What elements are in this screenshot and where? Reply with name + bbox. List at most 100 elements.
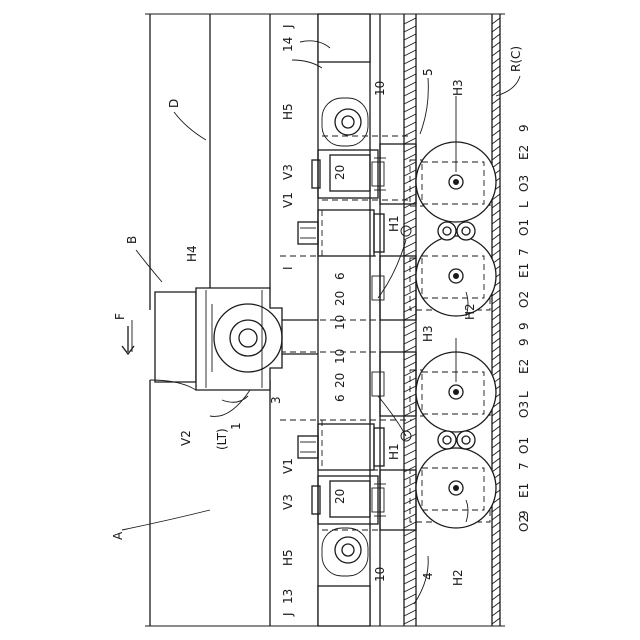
bearing-v3-bottom [312,476,386,524]
label-f: F [113,313,127,320]
end-block-bottom [318,586,370,626]
hatch-stroke [492,450,500,456]
hatch-stroke [492,138,500,144]
hatch-stroke [492,346,500,352]
hatch-stroke [492,338,500,344]
hatch-stroke [404,18,416,24]
hatch-stroke [492,370,500,376]
label-lt: (LT) [215,428,229,450]
hatch-stroke [404,234,416,240]
label-h5-bottom: H5 [281,549,295,566]
label-13: 13 [281,589,295,604]
label-o2-b: O2 [517,515,531,532]
plates [372,144,416,530]
hatch-stroke [492,322,500,328]
label-e1-a: E1 [517,263,531,278]
hatch-stroke [492,218,500,224]
hatch-stroke [404,202,416,208]
hatch-stroke [492,618,500,624]
hatch-stroke [404,82,416,88]
hatch-stroke [492,26,500,32]
hatch-stroke [404,314,416,320]
label-10-bottom: 10 [373,567,387,582]
hatch-stroke [492,354,500,360]
hatch-stroke [404,554,416,560]
hatch-stroke [404,546,416,552]
hatch-stroke [492,50,500,56]
hatch-stroke [404,122,416,128]
hatch-stroke [492,122,500,128]
label-j-bottom: J [281,612,295,617]
hatch-stroke [492,514,500,520]
label-h2-upper: H2 [463,303,477,320]
hatch-stroke [404,74,416,80]
hatch-stroke [492,146,500,152]
hatch-stroke [404,130,416,136]
guide-v1-bottom [298,424,384,470]
hatch-stroke [492,522,500,528]
hatch-stroke [404,522,416,528]
hatch-stroke [492,546,500,552]
label-20-b: 20 [333,291,347,306]
outer-wall [492,14,500,626]
hatch-stroke [492,506,500,512]
label-l-a: L [517,201,531,208]
hatch-stroke [404,26,416,32]
label-d: D [167,99,181,108]
hatch-stroke [404,210,416,216]
label-o3-a: O3 [517,175,531,192]
hatch-stroke [404,218,416,224]
label-v3-top: V3 [281,164,295,180]
hatch-stroke [492,578,500,584]
hatch-stroke [492,202,500,208]
hatch-stroke [492,610,500,616]
hatch-stroke [492,330,500,336]
hatch-stroke [492,82,500,88]
label-10-c: 10 [333,349,347,364]
hatch-stroke [492,98,500,104]
hatch-stroke [404,226,416,232]
hatch-stroke [404,530,416,536]
hatch-stroke [404,250,416,256]
hatch-stroke [404,98,416,104]
hatch-stroke [492,66,500,72]
label-o2-a: O2 [517,291,531,308]
label-20-top: 20 [333,165,347,180]
hatch-stroke [492,114,500,120]
hatch-stroke [492,410,500,416]
hatch-stroke [404,610,416,616]
hatch-stroke [492,34,500,40]
hatch-stroke [492,298,500,304]
label-l-b: L [517,391,531,398]
hatch-stroke [404,346,416,352]
hatch-stroke [404,42,416,48]
label-o1-b: O1 [517,437,531,454]
wheel-h2-upper [416,236,496,316]
hatch-stroke [404,242,416,248]
hatch-stroke [492,434,500,440]
label-7-a: 7 [517,248,531,256]
label-e2-b: E2 [517,359,531,374]
label-v2: V2 [179,430,193,446]
hatch-stroke [492,570,500,576]
hatch-stroke [404,450,416,456]
hatch-stroke [404,58,416,64]
hatch-stroke [492,442,500,448]
hatch-stroke [404,106,416,112]
label-o1-a: O1 [517,219,531,236]
label-10-b: 10 [333,315,347,330]
hatch-stroke [492,18,500,24]
hatch-stroke [404,418,416,424]
hatch-stroke [492,426,500,432]
hatch-stroke [492,554,500,560]
hatch-stroke [492,42,500,48]
hatch-stroke [404,34,416,40]
label-o3-b: O3 [517,401,531,418]
hatch-stroke [404,114,416,120]
hatch-stroke [492,538,500,544]
hatch-stroke [404,586,416,592]
label-h3-lower: H3 [421,325,435,342]
hatch-stroke [492,562,500,568]
hatch-stroke [404,338,416,344]
